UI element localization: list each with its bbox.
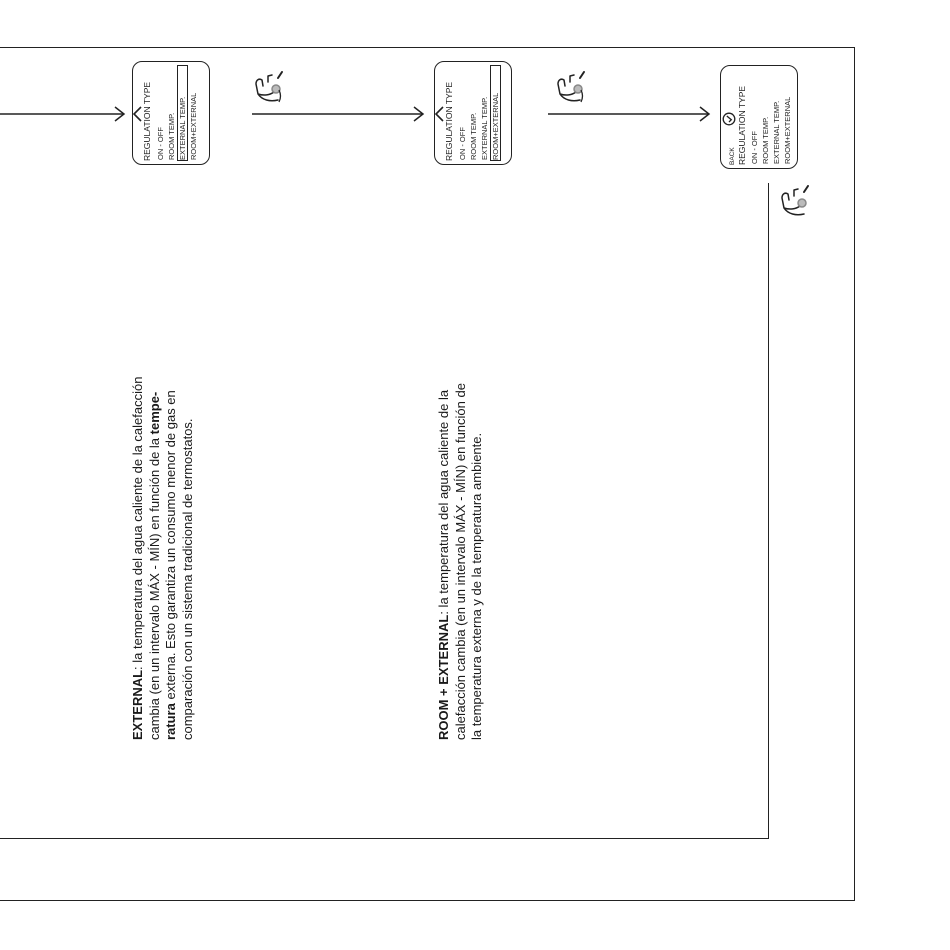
option-room-temp: ROOM TEMP. xyxy=(469,112,478,160)
display-title: REGULATION TYPE xyxy=(737,85,747,165)
option-external-temp-selected: EXTERNAL TEMP. xyxy=(177,65,188,161)
desc-line: la temperatura externa y de la temperatu… xyxy=(469,432,484,740)
outer-frame xyxy=(0,47,855,901)
display-title: REGULATION TYPE xyxy=(444,81,454,161)
flow-arrow-3 xyxy=(548,106,711,122)
flow-arrow-2 xyxy=(252,106,425,122)
option-room-temp: ROOM TEMP. xyxy=(167,112,176,160)
desc-line: calefacción cambia (en un intervalo MÁX … xyxy=(452,383,468,740)
display-title: REGULATION TYPE xyxy=(142,81,152,161)
option-room-external: ROOM+EXTERNAL xyxy=(189,92,198,160)
desc-line: ratura externa. Esto garantiza un consum… xyxy=(163,390,178,740)
desc-line: comparación con un sistema tradicional d… xyxy=(179,418,195,740)
option-room-external: ROOM+EXTERNAL xyxy=(783,96,792,164)
press-knob-hand-icon xyxy=(781,185,809,216)
desc-line: cambia (en un intervalo MÁX - MÍN) en fu… xyxy=(146,391,162,740)
option-external-temp: EXTERNAL TEMP. xyxy=(480,96,489,160)
inner-frame xyxy=(0,183,769,839)
option-on-off: ON - OFF xyxy=(750,131,759,164)
description-room-external: ROOM + EXTERNAL: la temperatura del agua… xyxy=(436,383,486,740)
option-room-external-selected: ROOM+EXTERNAL xyxy=(490,65,501,161)
option-on-off: ON - OFF xyxy=(458,127,467,160)
flow-arrow-1 xyxy=(0,106,126,122)
rotate-knob-hand-icon xyxy=(255,71,283,103)
desc-line: ROOM + EXTERNAL: la temperatura del agua… xyxy=(436,389,451,740)
chevron-up-icon xyxy=(132,106,142,122)
display-screen-2: REGULATION TYPE ON - OFF ROOM TEMP. EXTE… xyxy=(434,61,512,165)
term-external: EXTERNAL xyxy=(130,669,145,740)
display-screen-3: BACK REGULATION TYPE ON - OFF ROOM TEMP.… xyxy=(720,65,798,169)
option-external-temp: EXTERNAL TEMP. xyxy=(772,100,781,164)
back-label: BACK xyxy=(729,147,736,165)
desc-line: EXTERNAL: la temperatura del agua calien… xyxy=(130,376,145,740)
term-room-external: ROOM + EXTERNAL xyxy=(436,614,451,740)
description-external: EXTERNAL: la temperatura del agua calien… xyxy=(130,377,196,740)
option-on-off: ON - OFF xyxy=(156,127,165,160)
check-circle-icon xyxy=(722,112,736,126)
option-room-temp: ROOM TEMP. xyxy=(761,116,770,164)
chevron-up-icon xyxy=(434,106,444,122)
rotate-knob-hand-icon xyxy=(557,71,585,103)
display-screen-1: REGULATION TYPE ON - OFF ROOM TEMP. EXTE… xyxy=(132,61,210,165)
